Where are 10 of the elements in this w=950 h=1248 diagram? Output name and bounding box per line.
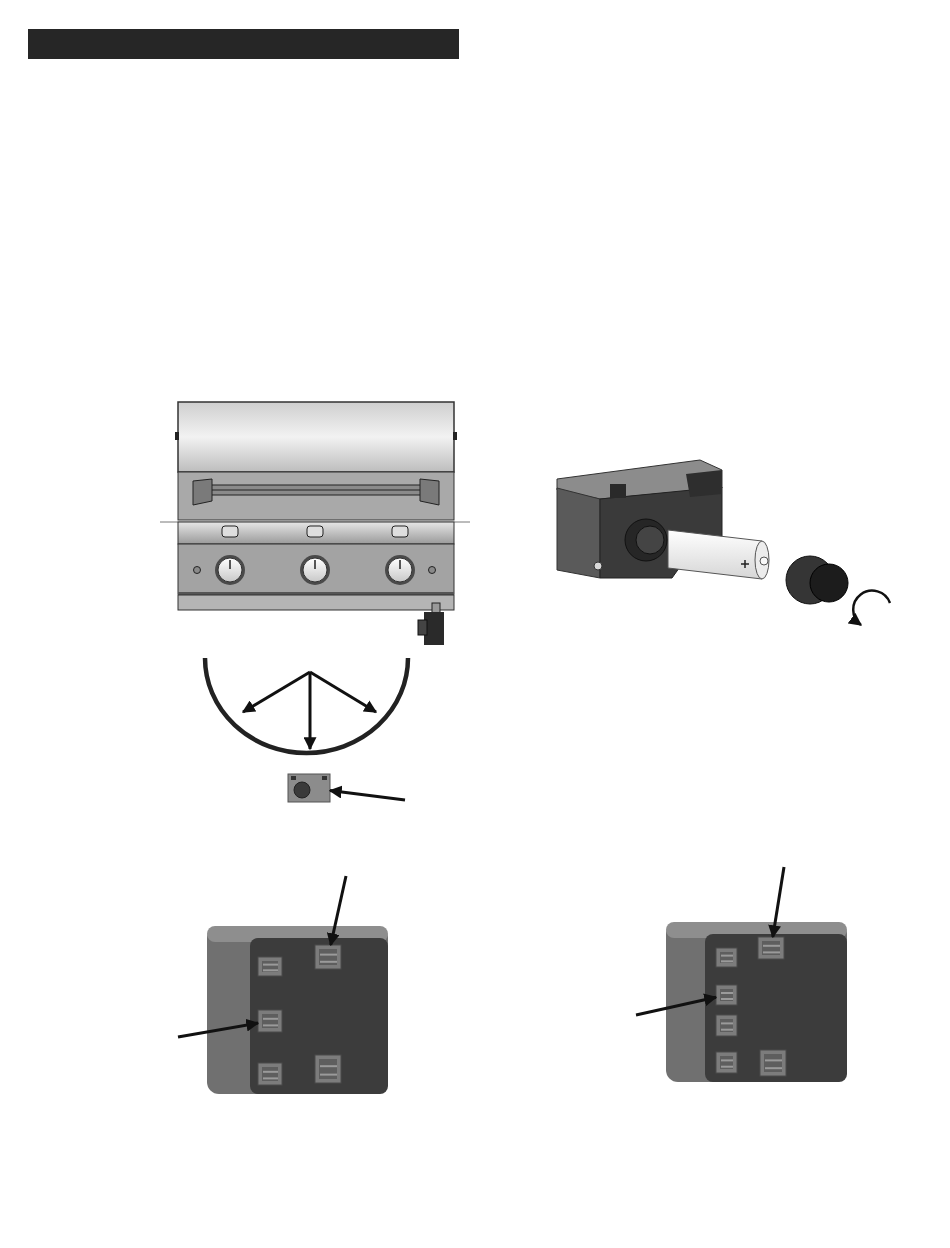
leader-arrow [328, 785, 406, 802]
ignitor-module [287, 773, 331, 803]
leader-arrow [635, 993, 718, 1017]
leader-arrow [177, 1018, 260, 1039]
connector-socket [314, 944, 342, 970]
connector-socket [715, 984, 738, 1006]
leader-arrow [326, 875, 348, 947]
connector-socket [757, 936, 785, 960]
connector-socket [257, 1009, 283, 1033]
leader-arrow [768, 866, 786, 939]
